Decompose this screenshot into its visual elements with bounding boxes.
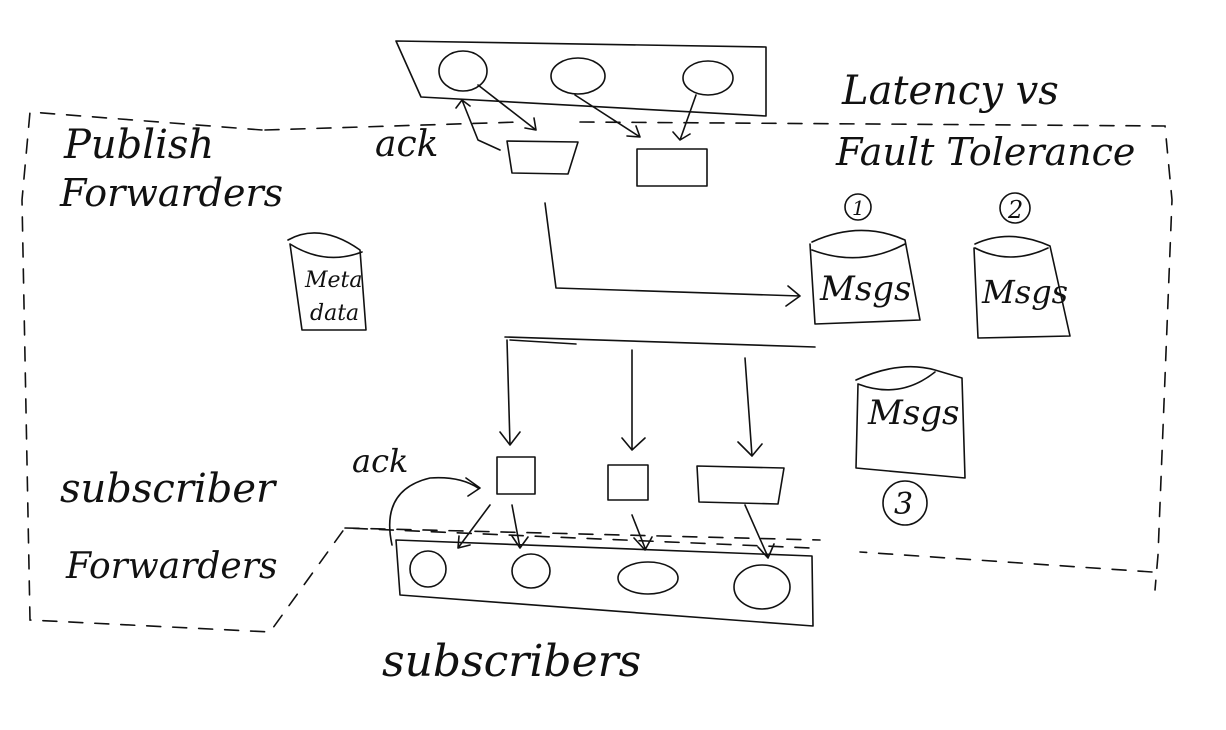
- publish-arrow-2: [574, 94, 641, 138]
- subscriber-forwarder-1: [496, 456, 536, 495]
- ack-label-bottom: ack: [352, 442, 408, 480]
- subscribers-label: subscribers: [382, 636, 641, 687]
- publish-forwarders-label-2: Forwarders: [59, 171, 283, 215]
- dist-arrow-3: [737, 357, 763, 457]
- sub-arrow-3: [631, 514, 653, 551]
- metadata-cylinder: [287, 232, 367, 331]
- subscriber-forwarders-label-2: Forwarders: [65, 546, 277, 587]
- subscriber-forwarder-2: [607, 464, 649, 501]
- sub-arrow-1: [457, 504, 491, 549]
- subscriber-circle-1: [409, 550, 447, 588]
- msgs-store-3: [855, 365, 966, 479]
- subscriber-circle-2: [511, 553, 551, 589]
- dist-arrow-2: [621, 349, 646, 451]
- ack-label-top: ack: [375, 124, 438, 165]
- dist-arrow-1: [499, 339, 521, 446]
- publish-forwarders-label-1: Publish: [63, 122, 214, 168]
- sub-arrow-4: [744, 504, 775, 559]
- ack-arrow-top: [455, 99, 501, 151]
- publish-dashed-region: [21, 111, 1173, 633]
- store-2-number-circle: [999, 192, 1031, 224]
- publisher-circle-3: [682, 60, 734, 96]
- publish-forwarder-2: [636, 148, 708, 187]
- publish-forwarder-1: [506, 140, 579, 175]
- subscriber-circle-3: [617, 561, 679, 595]
- store-2-number: 2: [1007, 196, 1023, 224]
- store-1-number: 1: [852, 196, 865, 220]
- publisher-circle-1: [438, 50, 488, 92]
- store-2-label: Msgs: [981, 273, 1068, 311]
- store-3-number-circle: [882, 480, 928, 526]
- store-1-label: Msgs: [819, 269, 911, 309]
- distribution-line: [504, 336, 816, 348]
- publishers-box: [395, 40, 767, 117]
- publish-arrow-1: [477, 84, 537, 131]
- ack-loop-arrow: [388, 476, 481, 546]
- forward-to-store-arrow: [544, 202, 801, 307]
- subscriber-dashed-line: [344, 527, 821, 541]
- subscriber-forwarders-label-1: subscriber: [60, 466, 278, 512]
- metadata-label-2: data: [310, 301, 359, 326]
- latency-title-1: Latency vs: [841, 68, 1059, 114]
- msgs-store-1: [809, 229, 921, 325]
- sub-arrow-2: [511, 504, 529, 549]
- subscriber-forwarder-3: [696, 465, 785, 505]
- metadata-label-1: Meta: [304, 268, 363, 293]
- subscriber-circle-4: [733, 564, 791, 610]
- publish-arrow-3: [672, 94, 697, 141]
- subscribers-box: [395, 539, 814, 627]
- publisher-circle-2: [550, 57, 606, 95]
- store-3-label: Msgs: [867, 393, 959, 433]
- latency-title-2: Fault Tolerance: [835, 130, 1135, 174]
- store-3-number: 3: [894, 487, 913, 522]
- store-1-number-circle: [844, 193, 872, 221]
- msgs-store-2: [973, 235, 1071, 339]
